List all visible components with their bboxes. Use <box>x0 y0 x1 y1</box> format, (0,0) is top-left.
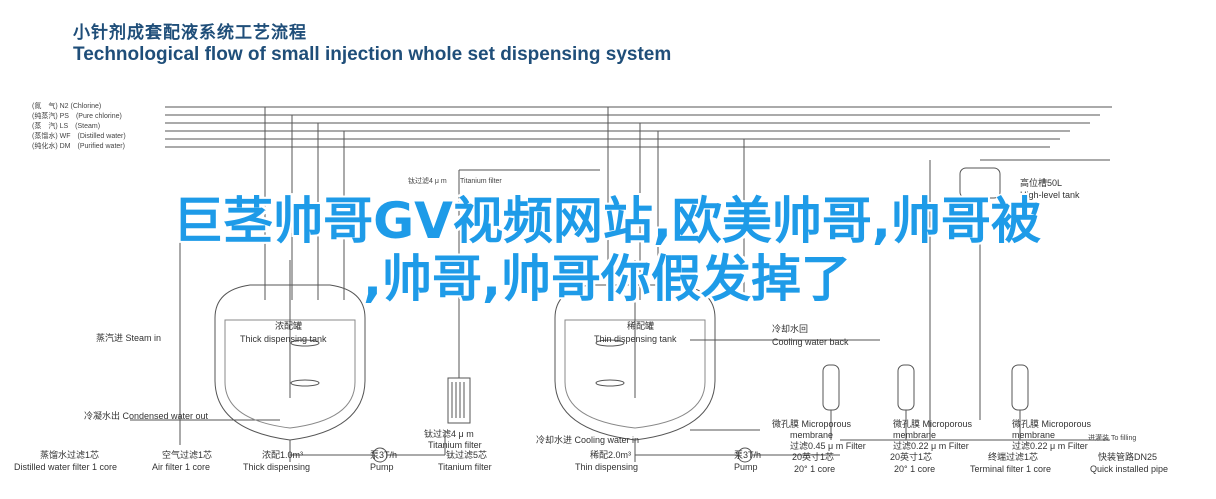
microporous-filter-1-b: membrane <box>790 430 833 440</box>
legend-line: (纯蒸汽) PS (Pure chlorine) <box>32 111 122 120</box>
legend: (氮 气) N2 (Chlorine) (纯蒸汽) PS (Pure chlor… <box>32 101 126 150</box>
caption-en: Thin dispensing <box>575 462 638 472</box>
microporous-filter-1-c: 过滤0.45 μ m Filter <box>790 440 866 451</box>
cooling-water-in-label: 冷却水进 Cooling water in <box>536 434 639 445</box>
overlay-line-1: 巨茎帅哥GV视频网站,欧美帅哥,帅哥被 <box>173 192 1041 250</box>
caption-cn: 稀配2.0m³ <box>590 449 631 460</box>
caption-en: Titanium filter <box>438 462 492 472</box>
title-english: Technological flow of small injection wh… <box>73 44 672 65</box>
thick-tank-en-label: Thick dispensing tank <box>240 334 327 344</box>
caption-cn: 蒸馏水过滤1芯 <box>40 449 99 460</box>
ti-filter-bottom-label-2: Titanium filter <box>428 440 482 450</box>
thin-tank-cn-label: 稀配罐 <box>627 320 654 331</box>
caption-cn: 空气过滤1芯 <box>162 449 212 460</box>
cooling-water-back-en-label: Cooling water back <box>772 337 849 347</box>
steam-in-label: 蒸汽进 Steam in <box>96 332 161 343</box>
microporous-filter-2-a: 微孔膜 Microporous <box>893 418 973 429</box>
ti-filter-bottom-label-1: 钛过滤4 μ m <box>424 428 474 439</box>
overlay-line-2: ,帅哥,帅哥你假发掉了 <box>363 250 851 308</box>
microporous-filter-1-a: 微孔膜 Microporous <box>772 418 852 429</box>
to-filling-label: 进灌装 To filling <box>1088 433 1136 442</box>
title-chinese: 小针剂成套配液系统工艺流程 <box>73 23 307 43</box>
legend-line: (蒸馏水) WF (Distilled water) <box>32 131 126 140</box>
high-level-tank-en-label: High-level tank <box>1020 190 1080 200</box>
caption-en: Pump <box>370 462 394 472</box>
condensed-water-out-label: 冷凝水出 Condensed water out <box>84 410 209 421</box>
ti-filter-top-label-2: Titanium filter <box>460 178 502 185</box>
caption-cn: 20英寸1芯 <box>792 451 834 462</box>
caption-en: Distilled water filter 1 core <box>14 462 117 472</box>
caption-cn: 浓配1.0m³ <box>262 450 303 460</box>
caption-en: Thick dispensing <box>243 462 310 472</box>
thick-tank-cn-label: 浓配罐 <box>275 320 302 331</box>
legend-line: (蒸 汽) LS (Steam) <box>32 121 100 130</box>
caption-en: 20° 1 core <box>794 464 835 474</box>
overlay-text: 巨茎帅哥GV视频网站,欧美帅哥,帅哥被 ,帅哥,帅哥你假发掉了 <box>12 192 1202 308</box>
microporous-filter-2-b: membrane <box>893 430 936 440</box>
microporous-filter-3-c: 过滤0.22 μ m Filter <box>1012 440 1088 451</box>
caption-cn: 钛过滤5芯 <box>446 449 487 460</box>
caption-en: Pump <box>734 462 758 472</box>
thin-tank-en-label: Thin dispensing tank <box>594 334 677 344</box>
microporous-filter-3-b: membrane <box>1012 430 1055 440</box>
cooling-water-back-cn-label: 冷却水回 <box>772 323 808 334</box>
caption-cn: 快装管路DN25 <box>1098 451 1157 462</box>
caption-cn: 20英寸1芯 <box>890 451 932 462</box>
ti-filter-top-label-1: 钛过滤4 μ m <box>408 176 447 185</box>
caption-en: Quick installed pipe <box>1090 464 1168 474</box>
legend-line: (氮 气) N2 (Chlorine) <box>32 101 101 110</box>
microporous-filter-3-a: 微孔膜 Microporous <box>1012 418 1092 429</box>
caption-cn: 终端过滤1芯 <box>988 451 1038 462</box>
bottom-captions: 蒸馏水过滤1芯 Distilled water filter 1 core 空气… <box>14 449 1168 474</box>
microporous-filter-2-c: 过滤0.22 μ m Filter <box>893 440 969 451</box>
caption-en: 20° 1 core <box>894 464 935 474</box>
caption-cn: 泵3T/h <box>734 450 761 460</box>
caption-en: Air filter 1 core <box>152 462 210 472</box>
caption-cn: 泵3T/h <box>370 450 397 460</box>
caption-en: Terminal filter 1 core <box>970 464 1051 474</box>
legend-line: (纯化水) DM (Purified water) <box>32 141 125 150</box>
high-level-tank-cn-label: 高位槽50L <box>1020 177 1062 188</box>
